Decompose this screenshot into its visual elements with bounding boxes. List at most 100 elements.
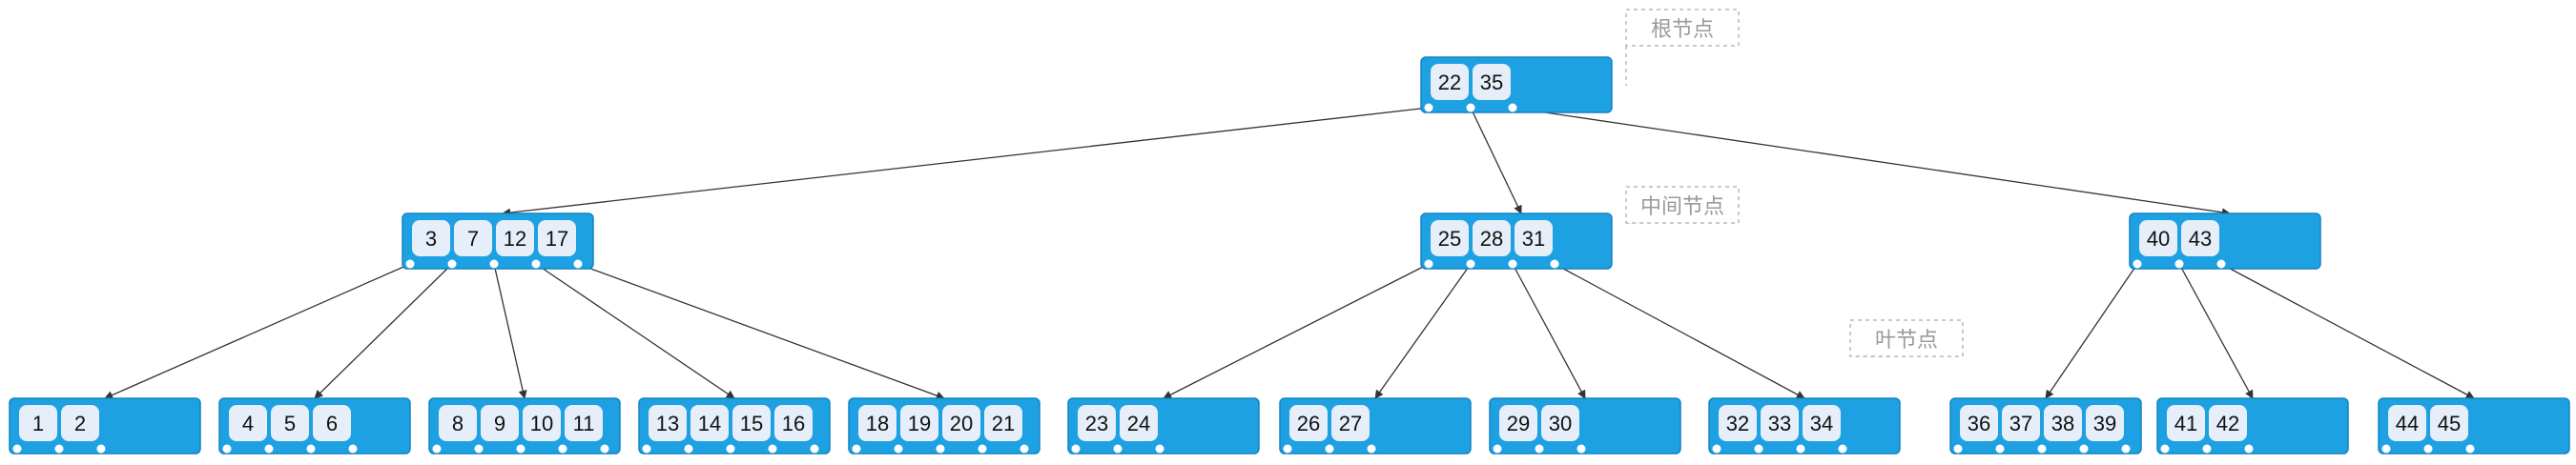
key-cell — [900, 405, 938, 441]
key-label: 40 — [2147, 227, 2170, 251]
edge-root-to-internal-3 — [1512, 107, 2231, 217]
pointer-dot — [405, 259, 415, 269]
pointer-dot — [1367, 444, 1376, 454]
key-label: 36 — [1968, 412, 1990, 435]
key-cell — [565, 405, 603, 441]
edge-internal-3-to-leaf-10 — [2045, 263, 2138, 399]
key-cell — [1515, 220, 1553, 256]
key-label: 41 — [2174, 412, 2197, 435]
key-cell — [1431, 64, 1469, 100]
edge-internal-1-to-leaf-1 — [104, 263, 411, 399]
pointer-dot — [1535, 444, 1544, 454]
pointer-dot — [1577, 444, 1586, 454]
key-cell — [229, 405, 267, 441]
pointer-dot — [1113, 444, 1123, 454]
key-label: 14 — [698, 412, 721, 435]
pointer-dot — [684, 444, 693, 454]
edge-internal-3-to-leaf-11 — [2178, 263, 2254, 399]
key-cell — [454, 220, 492, 256]
key-label: 2 — [74, 412, 86, 435]
key-label: 26 — [1297, 412, 1320, 435]
pointer-dot — [1155, 444, 1164, 454]
edge-internal-3-to-leaf-12 — [2220, 263, 2475, 399]
edge-internal-2-to-leaf-8 — [1512, 263, 1586, 399]
pointer-dot — [936, 444, 945, 454]
key-label: 45 — [2438, 412, 2461, 435]
key-label: 38 — [2051, 412, 2074, 435]
leaf-node-12-box — [2378, 397, 2570, 455]
key-cell — [2086, 405, 2124, 441]
edge-internal-1-to-leaf-5 — [577, 263, 945, 400]
edge-root-to-internal-1 — [502, 107, 1430, 217]
pointer-dot — [1796, 444, 1805, 454]
pointer-dot — [2381, 444, 2391, 454]
pointer-dot — [2202, 444, 2212, 454]
pointer-dot — [1493, 444, 1502, 454]
key-label: 20 — [950, 412, 973, 435]
leaf-node-1-box — [9, 397, 201, 455]
pointer-dot — [264, 444, 274, 454]
key-label: 18 — [866, 412, 889, 435]
pointer-dot — [2244, 444, 2254, 454]
pointer-dot — [1508, 259, 1517, 269]
key-cell — [496, 220, 534, 256]
pointer-dot — [894, 444, 903, 454]
pointer-dot — [726, 444, 735, 454]
pointer-dot — [516, 444, 526, 454]
key-label: 6 — [326, 412, 338, 435]
key-cell — [1078, 405, 1116, 441]
key-cell — [313, 405, 351, 441]
pointer-dot — [1550, 259, 1559, 269]
root-node-box — [1420, 56, 1613, 113]
key-label: 32 — [1726, 412, 1749, 435]
pointer-dot — [1020, 444, 1029, 454]
pointer-dot — [1838, 444, 1847, 454]
root-callout-label: 根节点 — [1651, 18, 1714, 42]
key-cell — [271, 405, 309, 441]
pointer-dot — [54, 444, 64, 454]
key-label: 42 — [2216, 412, 2239, 435]
leaf-node-11-box — [2156, 397, 2349, 455]
key-cell — [732, 405, 771, 441]
internal-callout-label: 中间节点 — [1640, 195, 1724, 219]
pointer-dot — [810, 444, 819, 454]
key-label: 7 — [467, 227, 479, 251]
key-cell — [942, 405, 980, 441]
edge-internal-1-to-leaf-2 — [314, 263, 453, 399]
pointer-dot — [12, 444, 22, 454]
edge-internal-2-to-leaf-9 — [1554, 263, 1805, 399]
pointer-dot — [768, 444, 777, 454]
key-cell — [2139, 220, 2177, 256]
key-label: 37 — [2009, 412, 2032, 435]
key-cell — [538, 220, 576, 256]
pointer-dot — [642, 444, 651, 454]
pointer-dot — [2037, 444, 2047, 454]
key-cell — [1719, 405, 1757, 441]
pointer-dot — [1466, 103, 1475, 112]
key-cell — [774, 405, 813, 441]
pointer-dot — [2079, 444, 2089, 454]
key-label: 3 — [425, 227, 437, 251]
edge-root-to-internal-2 — [1470, 107, 1522, 214]
key-label: 12 — [504, 227, 526, 251]
key-label: 16 — [782, 412, 805, 435]
key-cell — [1499, 405, 1537, 441]
pointer-dot — [1995, 444, 2005, 454]
pointer-dot — [558, 444, 567, 454]
leaf-node-7-box — [1279, 397, 1472, 455]
key-cell — [690, 405, 729, 441]
key-label: 27 — [1339, 412, 1362, 435]
pointer-dot — [1283, 444, 1292, 454]
key-cell — [19, 405, 57, 441]
key-cell — [2209, 405, 2247, 441]
